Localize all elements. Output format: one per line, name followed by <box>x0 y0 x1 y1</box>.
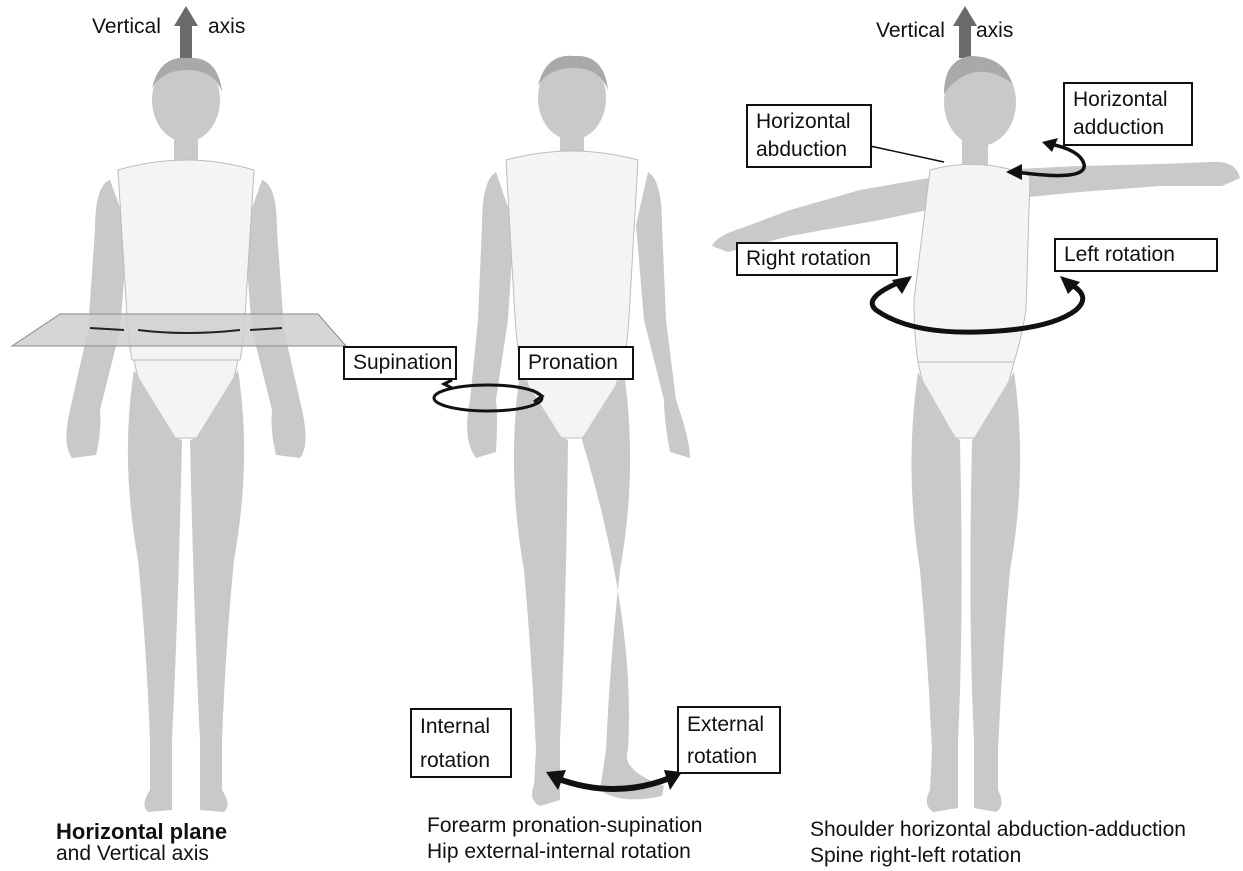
supination-label: Supination <box>343 346 457 380</box>
horizontal-abduction-line1: Horizontal <box>756 108 862 136</box>
figure-1-caption-sub: and Vertical axis <box>56 840 209 867</box>
left-arm-2 <box>467 172 514 458</box>
abduction-leader-line <box>870 146 944 162</box>
figure-3-caption-line1: Shoulder horizontal abduction-adduction <box>810 816 1186 843</box>
external-rotation-label: External rotation <box>677 706 781 774</box>
figure-2-caption-line2: Hip external-internal rotation <box>427 838 691 865</box>
horizontal-plane <box>12 314 346 346</box>
left-leg-3 <box>911 372 961 812</box>
right-rotation-label: Right rotation <box>736 242 898 276</box>
internal-rotation-label: Internal rotation <box>410 708 512 778</box>
internal-rotation-line2: rotation <box>420 748 502 774</box>
right-leg-3 <box>970 372 1020 812</box>
vertical-axis-label-3-right: axis <box>976 18 1013 44</box>
vertical-axis-label-1-left: Vertical <box>92 14 161 40</box>
left-arm-3 <box>712 176 946 252</box>
figure-2-body <box>467 56 690 806</box>
horizontal-abduction-label: Horizontal abduction <box>746 104 872 168</box>
horizontal-adduction-line1: Horizontal <box>1073 86 1183 114</box>
right-arm-3 <box>996 162 1240 200</box>
left-rotation-label: Left rotation <box>1054 238 1218 272</box>
internal-rotation-line1: Internal <box>420 714 502 740</box>
external-rotation-line1: External <box>687 712 771 738</box>
horizontal-abduction-line2: abduction <box>756 136 862 164</box>
horizontal-adduction-label: Horizontal adduction <box>1063 82 1193 146</box>
vertical-axis-label-1-right: axis <box>208 14 245 40</box>
right-arm-2 <box>636 172 690 458</box>
torso-2 <box>506 151 638 362</box>
figure-2-caption-line1: Forearm pronation-supination <box>427 812 702 839</box>
left-leg-2 <box>514 372 568 806</box>
vertical-axis-arrow-3 <box>953 6 977 58</box>
left-leg-1 <box>128 370 182 812</box>
horizontal-adduction-line2: adduction <box>1073 114 1183 142</box>
right-leg-1 <box>190 370 244 812</box>
right-leg-2 <box>582 372 664 799</box>
vertical-axis-label-3-left: Vertical <box>876 18 945 44</box>
figure-1-body <box>12 6 346 812</box>
external-rotation-line2: rotation <box>687 744 771 770</box>
figure-3-caption-line2: Spine right-left rotation <box>810 842 1021 869</box>
pronation-label: Pronation <box>518 346 634 380</box>
